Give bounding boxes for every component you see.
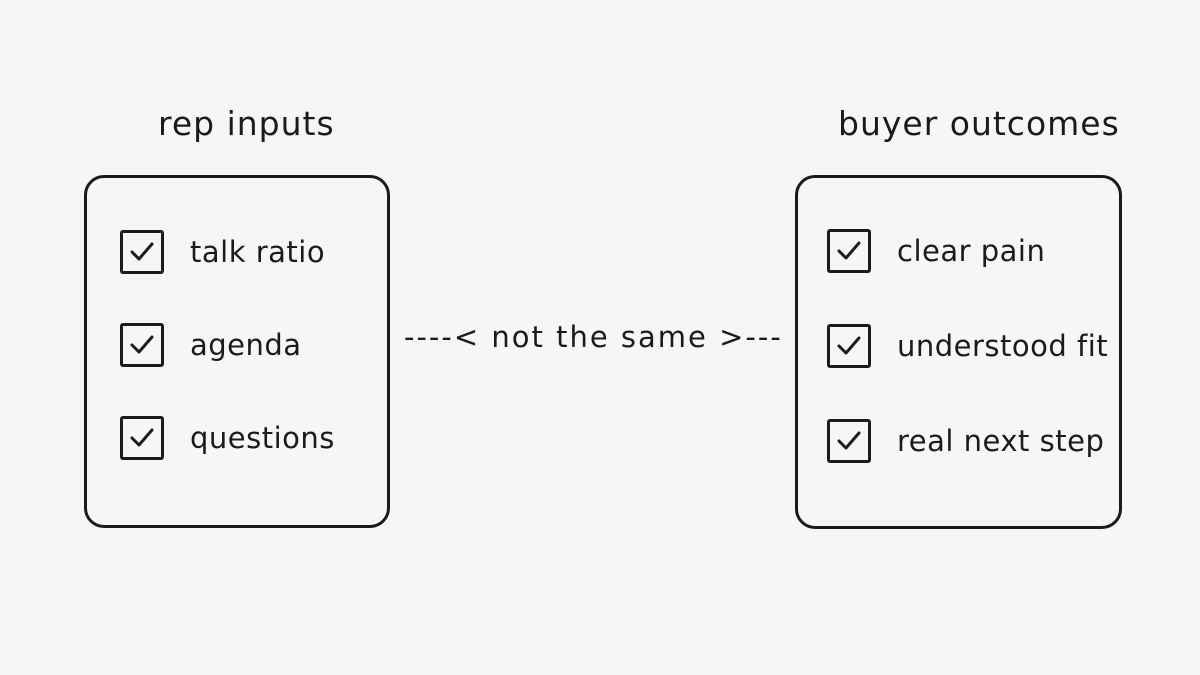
left-panel-title: rep inputs [158,104,335,143]
right-panel-title: buyer outcomes [838,104,1120,143]
buyer-outcomes-panel [795,175,1122,529]
checklist-item-label: clear pain [897,234,1046,268]
checkbox-checked-icon [120,323,164,367]
checkbox-checked-icon [827,419,871,463]
checklist-item-label: talk ratio [190,235,326,269]
checklist-item-label: agenda [190,328,302,362]
checkbox-checked-icon [827,229,871,273]
checklist-item-real-next-step: real next step [827,419,1104,463]
checklist-item-agenda: agenda [120,323,302,367]
checkbox-checked-icon [120,416,164,460]
checklist-item-clear-pain: clear pain [827,229,1045,273]
checklist-item-label: questions [190,421,335,455]
checkbox-checked-icon [120,230,164,274]
checkbox-checked-icon [827,324,871,368]
checklist-item-questions: questions [120,416,335,460]
checklist-item-label: understood fit [897,329,1109,363]
comparison-connector-label: ----< not the same >--- [404,320,783,354]
checklist-item-talk-ratio: talk ratio [120,230,325,274]
checklist-item-understood-fit: understood fit [827,324,1108,368]
rep-inputs-panel [84,175,390,528]
checklist-item-label: real next step [897,424,1105,458]
